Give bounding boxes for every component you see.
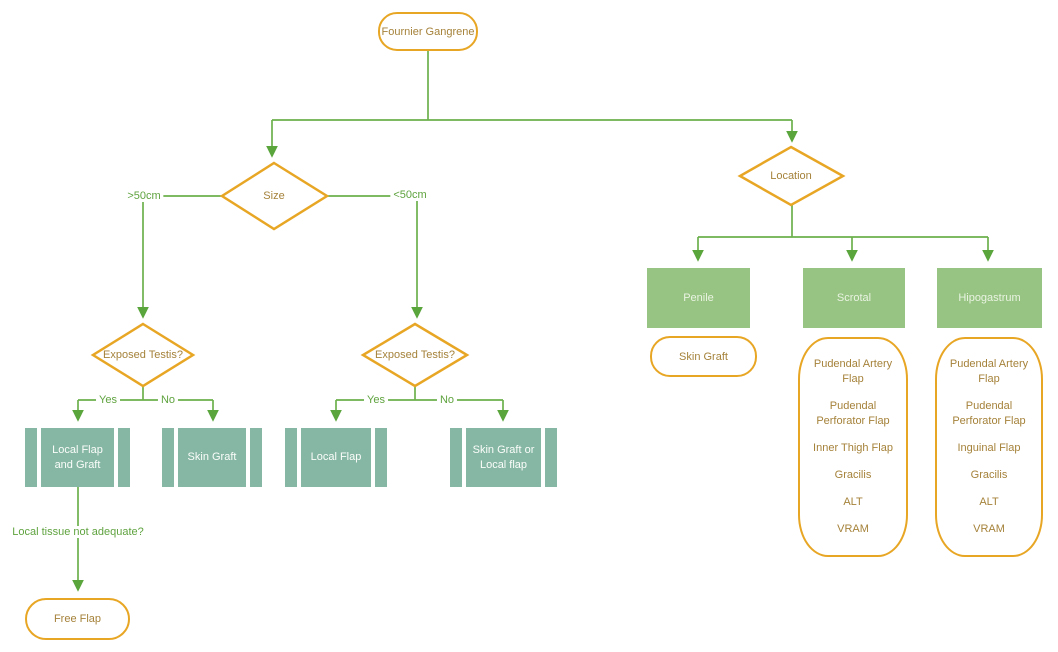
node-scrotal-label: Scrotal [836,292,872,304]
node-free-flap-label: Free Flap [53,613,102,625]
list-item: ALT [843,496,863,508]
process-gap [297,428,301,487]
edge-label-right-yes: Yes [364,394,388,406]
list-item: Inguinal Flap [957,442,1021,454]
process-side-bar [25,428,37,487]
edge-label-right-no: No [436,394,458,406]
process-side-bar [250,428,262,487]
list-hipogastrum-options: Pudendal Artery Flap Pudendal Perforator… [935,337,1043,557]
result-skin-graft-left-label: Skin Graft [178,428,246,487]
node-skin-graft-penile-label: Skin Graft [679,350,728,363]
process-side-bar [285,428,297,487]
process-side-bar [118,428,130,487]
node-fournier-gangrene-label: Fournier Gangrene [381,25,475,38]
list-item: Inner Thigh Flap [813,442,893,454]
result-skin-graft-left: Skin Graft [162,428,262,487]
process-gap [37,428,41,487]
list-scrotal-options: Pudendal Artery Flap Pudendal Perforator… [798,337,908,557]
decision-location-label: Location [770,170,812,182]
decision-size-label: Size [263,190,285,202]
list-item: VRAM [837,523,869,535]
process-gap [371,428,375,487]
node-skin-graft-penile: Skin Graft [650,336,757,377]
process-gap [174,428,178,487]
process-gap [462,428,466,487]
result-skin-graft-or-local-flap: Skin Graft or Local flap [450,428,557,487]
result-local-flap-and-graft: Local Flap and Graft [25,428,130,487]
decision-location-shape [737,145,846,207]
node-penile: Penile [647,268,750,328]
node-penile-label: Penile [683,292,714,304]
list-item: Gracilis [970,469,1008,481]
node-hipogastrum-label: Hipogastrum [958,292,1021,304]
list-item: Gracilis [834,469,872,481]
decision-exposed-testis-left-shape [90,322,196,388]
process-gap [541,428,545,487]
node-free-flap: Free Flap [25,598,130,640]
edge-size-gt50 [137,195,222,319]
edge-label-left-yes: Yes [96,394,120,406]
process-side-bar [375,428,387,487]
node-scrotal: Scrotal [803,268,905,328]
result-local-flap: Local Flap [285,428,387,487]
decision-size-shape [219,161,330,231]
edge-label-gt50cm: >50cm [124,190,164,202]
list-item: Pudendal Perforator Flap [952,400,1026,427]
result-local-flap-label: Local Flap [301,428,371,487]
list-item: ALT [979,496,999,508]
edge-label-lt50cm: <50cm [390,189,430,201]
process-gap [246,428,250,487]
list-item: Pudendal Artery Flap [813,358,893,385]
process-side-bar [450,428,462,487]
edge-label-local-tissue-not-adequate: Local tissue not adequate? [9,526,147,538]
edge-label-left-no: No [157,394,179,406]
decision-exposed-testis-right-label: Exposed Testis? [375,349,455,361]
result-local-flap-and-graft-label: Local Flap and Graft [41,428,114,487]
decision-exposed-testis-left-label: Exposed Testis? [103,349,183,361]
list-item: Pudendal Artery Flap [949,358,1029,385]
result-skin-graft-or-local-flap-label: Skin Graft or Local flap [466,428,541,487]
node-fournier-gangrene: Fournier Gangrene [378,12,478,51]
decision-exposed-testis-right-shape [360,322,470,388]
process-gap [114,428,118,487]
process-side-bar [162,428,174,487]
edge-size-lt50 [327,195,423,319]
list-item: VRAM [973,523,1005,535]
node-hipogastrum: Hipogastrum [937,268,1042,328]
list-item: Pudendal Perforator Flap [816,400,890,427]
process-side-bar [545,428,557,487]
